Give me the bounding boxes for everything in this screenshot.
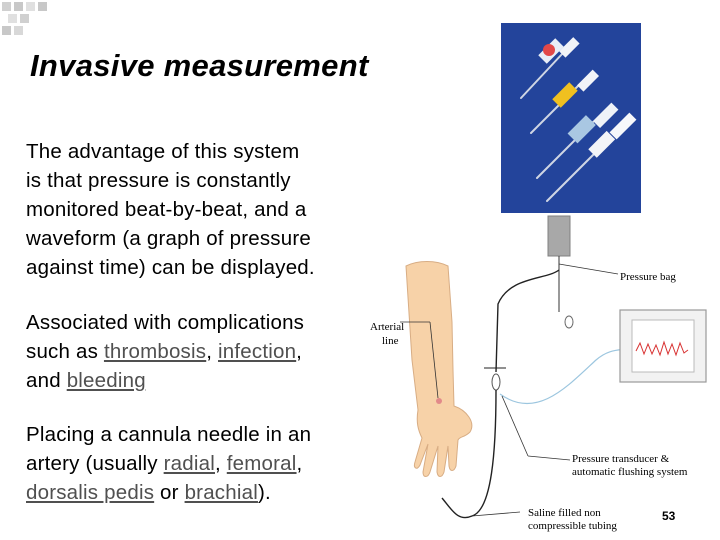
label-tubing-line1: Saline filled non (528, 507, 601, 519)
text-line: is that pressure is constantly (26, 169, 291, 192)
link-radial[interactable]: radial (163, 452, 215, 475)
label-transducer-line1: Pressure transducer & (572, 453, 670, 465)
pressure-waveform (635, 340, 689, 357)
text-fragment: , (206, 340, 219, 363)
link-brachial[interactable]: brachial (184, 481, 258, 504)
text-fragment: , (214, 452, 227, 475)
decorative-squares (2, 2, 47, 35)
link-dorsalis-pedis[interactable]: dorsalis pedis (26, 481, 155, 504)
page-number: 53 (662, 509, 676, 523)
text-line: Associated with complications (26, 311, 305, 334)
text-fragment: or (154, 481, 185, 504)
label-arterial: Arterial (370, 321, 404, 333)
text-line: waveform (a graph of pressure (26, 227, 311, 250)
pressure-bag (547, 215, 571, 257)
insertion-site (436, 398, 442, 404)
text-fragment: ). (257, 481, 271, 504)
label-line: line (382, 335, 399, 347)
label-transducer-line2: automatic flushing system (572, 466, 688, 478)
cannula-photo (501, 23, 641, 213)
text-fragment: , (296, 452, 303, 475)
text-fragment: and (26, 369, 67, 392)
text-fragment: artery (usually (26, 452, 164, 475)
paragraph-complications: Associated with complications such as thr… (26, 308, 366, 395)
link-infection[interactable]: infection (218, 340, 297, 363)
text-fragment: such as (26, 340, 104, 363)
text-line: Placing a cannula needle in an (26, 423, 312, 446)
text-fragment: , (296, 340, 303, 363)
link-femoral[interactable]: femoral (226, 452, 297, 475)
text-line: against time) can be displayed. (26, 256, 315, 279)
arm-illustration (405, 261, 473, 477)
paragraph-advantage: The advantage of this system is that pre… (26, 137, 366, 282)
link-thrombosis[interactable]: thrombosis (103, 340, 207, 363)
link-bleeding[interactable]: bleeding (66, 369, 146, 392)
text-line: monitored beat-by-beat, and a (26, 198, 307, 221)
slide-title: Invasive measurement (30, 48, 369, 83)
paragraph-cannula: Placing a cannula needle in an artery (us… (26, 420, 366, 507)
text-line: The advantage of this system (26, 140, 300, 163)
arterial-line-diagram: Pressure bag Arterial line Pressure tran… (370, 215, 707, 532)
label-tubing-line2: compressible tubing (528, 520, 617, 532)
label-pressure-bag: Pressure bag (620, 271, 676, 283)
